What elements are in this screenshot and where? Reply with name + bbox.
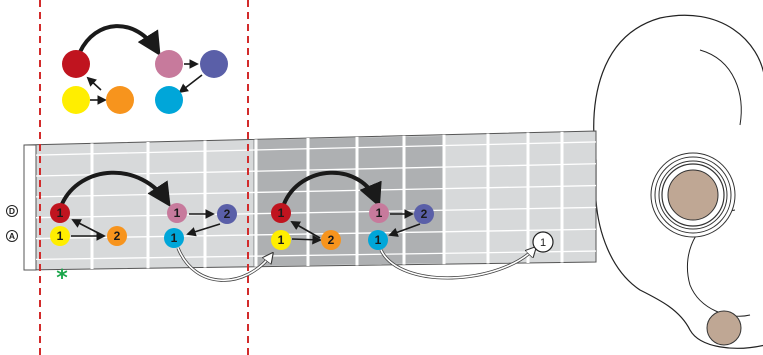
pattern-two-finger-violet: 2 [421,207,428,221]
legend-node-cyan [155,86,183,114]
pattern-one-finger-red: 1 [57,206,64,220]
shift-arrows [176,248,535,282]
bridge-knob [706,310,742,346]
legend-node-violet [200,50,228,78]
pattern-two-dot-orange [321,230,341,250]
pattern-one-finger-cyan: 1 [171,231,178,245]
sound-hole [650,152,736,238]
pattern-one-dot-pink [167,203,187,223]
position-marker: * [56,266,68,291]
legend-node-orange [106,86,134,114]
legend-node-yellow [62,86,90,114]
note-dots: 1 1 2 1 2 1 1 1 2 1 2 1 [50,203,434,250]
target-note: 1 [532,231,554,253]
legend-node-red [62,50,90,78]
pattern-one-finger-violet: 2 [224,207,231,221]
pattern-one-arrows [60,170,221,241]
pattern-two-finger-yellow: 1 [278,233,285,247]
color-legend [62,24,228,114]
pattern-two-dot-pink [369,203,389,223]
pattern-two-dot-violet [414,204,434,224]
string-labels: D A [6,205,18,242]
pattern-one-finger-yellow: 1 [57,229,64,243]
pattern-one-finger-orange: 2 [114,229,121,243]
pattern-two-finger-cyan: 1 [375,233,382,247]
pattern-one-dot-violet [217,204,237,224]
pattern-one-dot-yellow [50,226,70,246]
string-4 [35,206,597,219]
pattern-one-finger-pink: 1 [174,206,181,220]
string-3 [35,184,597,198]
string-1 [35,141,597,156]
legend-node-pink [155,50,183,78]
string-label-a: A [9,231,15,241]
target-note-label: 1 [540,237,546,249]
pattern-two-finger-red: 1 [278,206,285,220]
fretboard [23,130,597,271]
pattern-two-arrows [282,170,421,245]
string-5 [35,228,597,240]
pattern-two-finger-orange: 2 [328,233,335,247]
string-6 [35,250,597,261]
pattern-two-dot-red [271,203,291,223]
pattern-two-finger-pink: 1 [376,206,383,220]
pattern-one-dot-red [50,203,70,223]
pattern-one-dot-orange [107,226,127,246]
pattern-one-dot-cyan [164,228,184,248]
pattern-two-dot-cyan [368,230,388,250]
string-label-d: D [9,206,15,216]
pattern-two-dot-yellow [271,230,291,250]
